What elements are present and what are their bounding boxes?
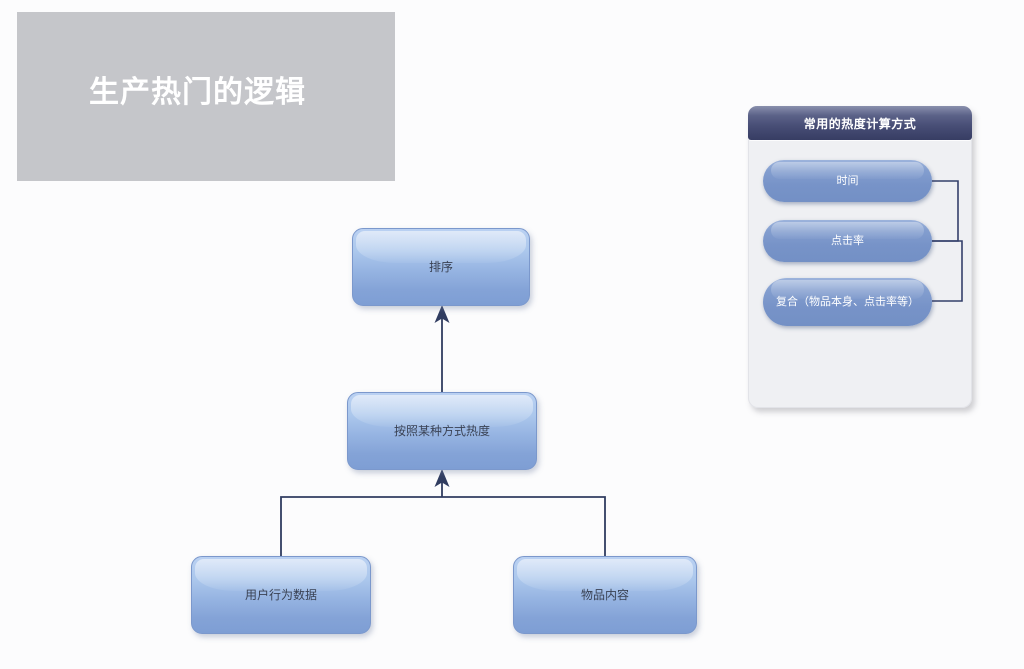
title-card: 生产热门的逻辑	[17, 12, 395, 181]
legend-pill-label: 复合（物品本身、点击率等）	[776, 295, 919, 309]
legend-panel-title: 常用的热度计算方式	[803, 116, 917, 131]
legend-panel: 常用的热度计算方式 时间 点击率 复合（物品本身、点击率等）	[748, 106, 972, 408]
legend-panel-header: 常用的热度计算方式	[748, 106, 972, 140]
page-title: 生产热门的逻辑	[89, 74, 306, 110]
legend-pill-label: 点击率	[831, 234, 864, 248]
flow-node-user-behavior[interactable]: 用户行为数据	[191, 556, 371, 634]
legend-pill-click-rate[interactable]: 点击率	[763, 220, 932, 262]
legend-pill-label: 时间	[836, 174, 859, 188]
flow-node-sort[interactable]: 排序	[352, 228, 530, 306]
legend-pill-composite[interactable]: 复合（物品本身、点击率等）	[763, 278, 932, 326]
flow-node-label: 物品内容	[580, 588, 629, 602]
arrow-heat-to-sort	[434, 305, 450, 392]
flow-node-label: 排序	[428, 260, 453, 274]
flow-node-label: 用户行为数据	[244, 588, 317, 602]
flow-node-item-content[interactable]: 物品内容	[513, 556, 697, 634]
flow-node-heat[interactable]: 按照某种方式热度	[347, 392, 537, 470]
flow-node-label: 按照某种方式热度	[393, 424, 490, 438]
merge-connector	[280, 469, 606, 556]
legend-pill-time[interactable]: 时间	[763, 160, 932, 202]
